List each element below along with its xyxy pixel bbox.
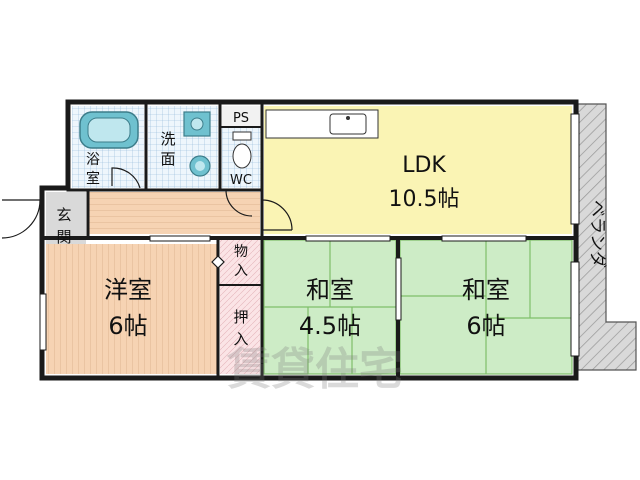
closet-label-2: 入 xyxy=(233,330,248,348)
japanese-room-2-size: 6帖 xyxy=(466,312,505,340)
closet-label-1: 押 xyxy=(233,308,248,326)
ps-area xyxy=(222,106,262,126)
sink-icon xyxy=(183,111,211,137)
windows xyxy=(39,113,580,357)
japanese-room-2-area xyxy=(399,239,573,375)
western-room-size: 6帖 xyxy=(108,312,147,340)
japanese-room-1-name: 和室 xyxy=(306,276,354,304)
washroom-label-1: 洗 xyxy=(160,130,175,148)
western-room-name: 洋室 xyxy=(104,276,152,304)
japanese-room-1-size: 4.5帖 xyxy=(299,312,361,340)
western-room-area xyxy=(46,244,218,374)
storage-area xyxy=(220,240,260,284)
ldk-name-label: LDK xyxy=(402,153,446,178)
wc-label: WC xyxy=(230,173,252,188)
doors xyxy=(1,167,293,269)
entrance-label-1: 玄 xyxy=(56,206,71,224)
japanese-room-2-name: 和室 xyxy=(462,276,510,304)
hallway-area xyxy=(88,192,260,234)
storage-label-1: 物 xyxy=(234,244,248,260)
bath-label-1: 浴 xyxy=(86,152,100,168)
toilet-icon xyxy=(232,131,252,169)
storage-label-2: 入 xyxy=(234,263,248,279)
washroom-label-2: 面 xyxy=(160,150,175,168)
washing-machine-icon xyxy=(189,155,211,177)
ldk-size-label: 10.5帖 xyxy=(389,187,460,212)
entrance-label-2: 関 xyxy=(56,228,71,246)
bathtub-icon xyxy=(79,111,139,149)
japanese-room-1-area xyxy=(263,239,397,375)
kitchen-counter-icon xyxy=(265,109,379,139)
watermark: 賃貸住宅 xyxy=(226,344,403,395)
balcony-label: ベランダ xyxy=(587,200,607,268)
bath-label-2: 室 xyxy=(86,170,100,187)
ps-label: PS xyxy=(233,111,249,126)
closet-area xyxy=(220,286,260,374)
